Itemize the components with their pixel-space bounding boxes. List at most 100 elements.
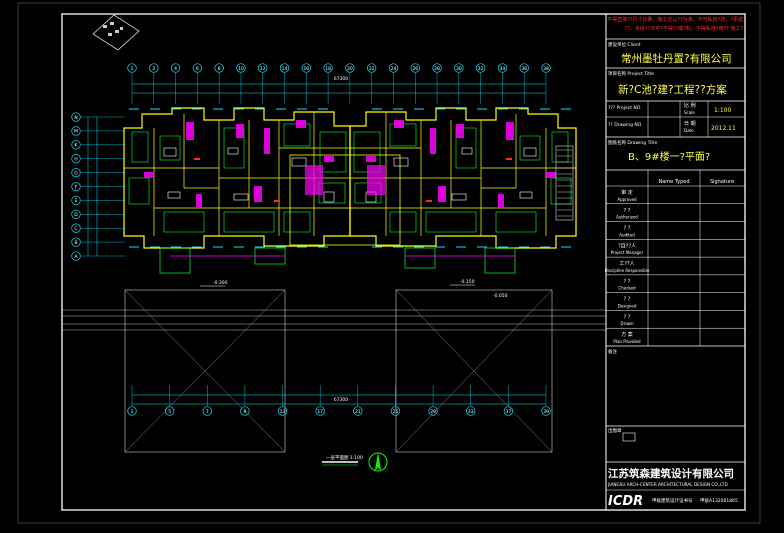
svg-text:N: N (74, 115, 77, 121)
role-en-8: Plan Provided (613, 339, 641, 344)
drawing-title-label: 图纸名称 Drawing Title (608, 139, 657, 146)
axis-bubble-left-C (71, 223, 81, 233)
axis-bubble-left-M (71, 126, 81, 136)
axis-bubble-top-1 (127, 63, 137, 73)
axis-bubble-bottom-1 (127, 406, 137, 416)
project-name: 新?C池?建?工程??方案 (618, 83, 727, 96)
axis-bubble-left-N (71, 112, 81, 122)
signature-header: Signature (710, 179, 734, 185)
role-en-5: Checked (618, 286, 636, 291)
svg-text:G: G (74, 170, 78, 176)
svg-text:10: 10 (238, 66, 244, 72)
axis-bubble-left-E (71, 195, 81, 206)
axis-bubble-top-28 (432, 63, 442, 73)
axis-bubble-top-14 (279, 63, 290, 73)
axis-bubble-bottom-9 (240, 406, 250, 416)
drawing-no-label: ?? Drawing NO. (608, 122, 643, 128)
role-cn-7: ? ? (624, 314, 631, 320)
company-en: JIANGSU ARCH-CENTER ARCHITECTURAL DESIGN… (607, 482, 728, 487)
svg-text:B: B (74, 240, 77, 246)
note-line-2: ??。未经??许可?不得??或?制，不得私自?用?? 施工? (625, 25, 744, 32)
role-en-3: Project Manager (611, 250, 644, 255)
axis-bubble-top-32 (475, 63, 486, 73)
axis-bubble-top-36 (519, 63, 529, 73)
title-block: 不得直接??尺寸比量，施工应以??为准，不可私自?改，?更建 ??。未经??许可… (605, 13, 746, 511)
axis-bubble-left-K (71, 140, 81, 150)
svg-text:24: 24 (391, 66, 397, 72)
svg-text:29: 29 (430, 409, 436, 415)
svg-text:20: 20 (347, 66, 353, 72)
note-line-1: 不得直接??尺寸比量，施工应以??为准，不可私自?改，?更建 (607, 16, 743, 23)
svg-text:9: 9 (243, 409, 246, 415)
axis-bubble-bottom-7 (202, 406, 212, 416)
axis-bubble-bottom-33 (466, 406, 476, 416)
bottom-dimension-total: 67300 (334, 397, 348, 403)
role-en-1: Authorized (616, 215, 638, 220)
role-en-0: Approved (617, 197, 637, 202)
svg-text:26: 26 (412, 66, 418, 72)
date-value: 2012.11 (711, 125, 736, 132)
svg-text:2: 2 (152, 66, 155, 72)
legend-text: 一层平面图 1:100 (326, 455, 363, 461)
axis-bubble-left-F (71, 181, 81, 192)
project-label: 项目名称 Project Title (608, 70, 654, 77)
role-cn-3: ?目??人 (618, 243, 636, 249)
axis-bubble-bottom-39 (541, 406, 551, 416)
axis-bubble-bottom-5 (164, 406, 175, 416)
role-en-6: Designed (618, 303, 637, 308)
level-label-2: -0.150 (460, 279, 475, 285)
client-name: 常州墨牡丹置?有限公司 (621, 52, 732, 65)
svg-text:32: 32 (478, 66, 484, 72)
date-label-en: Date (684, 128, 694, 133)
role-cn-2: ? ? (624, 226, 631, 232)
svg-text:D: D (74, 212, 78, 218)
qr-stamp-icon (622, 432, 636, 442)
top-dimension-total: 67300 (334, 76, 348, 82)
svg-text:39: 39 (543, 409, 549, 415)
role-cn-1: ? ? (624, 208, 631, 214)
north-arrow-icon (368, 452, 388, 472)
axis-bubble-bottom-13 (277, 406, 288, 416)
svg-text:13: 13 (280, 409, 286, 415)
axis-bubble-bottom-25 (390, 406, 401, 416)
axis-bubble-top-2 (149, 63, 159, 73)
axis-bubble-left-B (71, 237, 81, 247)
axis-bubble-left-D (71, 209, 81, 219)
svg-text:16: 16 (303, 66, 309, 72)
axis-bubble-top-10 (236, 63, 246, 73)
axis-bubble-left-G (71, 167, 81, 178)
role-cn-8: 方 案 (621, 331, 633, 338)
axis-bubble-top-4 (170, 63, 181, 73)
svg-text:F: F (75, 184, 78, 190)
stamp-label: 出图章 (608, 427, 622, 434)
svg-text:1: 1 (131, 66, 134, 72)
role-cn-5: ? ? (624, 279, 631, 285)
svg-text:22: 22 (369, 66, 375, 72)
company-cn: 江苏筑森建筑设计有限公司 (608, 467, 734, 480)
client-label: 建设单位 Client (608, 41, 641, 48)
svg-text:37: 37 (505, 409, 511, 415)
role-en-2: Audited (619, 232, 635, 237)
role-cn-4: 工??人 (619, 261, 634, 267)
remarks-label: 备注 (608, 348, 617, 355)
svg-text:1: 1 (131, 409, 134, 415)
name-typed-header: Name Typed (659, 179, 690, 185)
company-logo: ICDR (608, 494, 643, 509)
svg-text:6: 6 (196, 66, 199, 72)
axis-bubble-top-20 (345, 63, 355, 73)
svg-text:H: H (74, 157, 77, 163)
svg-text:33: 33 (468, 409, 474, 415)
date-label: 日 期 (684, 121, 696, 127)
level-label-1: -0.300 (213, 280, 228, 286)
axis-bubble-bottom-21 (353, 406, 363, 416)
cert-label: 甲级建筑设计证书号 (652, 497, 693, 504)
axis-bubble-top-38 (541, 63, 551, 73)
svg-text:21: 21 (355, 409, 361, 415)
svg-text:28: 28 (434, 66, 440, 72)
axis-bubble-top-6 (192, 63, 203, 73)
svg-text:30: 30 (456, 66, 462, 72)
role-en-4: Discipline Responsible (605, 268, 650, 273)
svg-text:K: K (75, 143, 79, 149)
